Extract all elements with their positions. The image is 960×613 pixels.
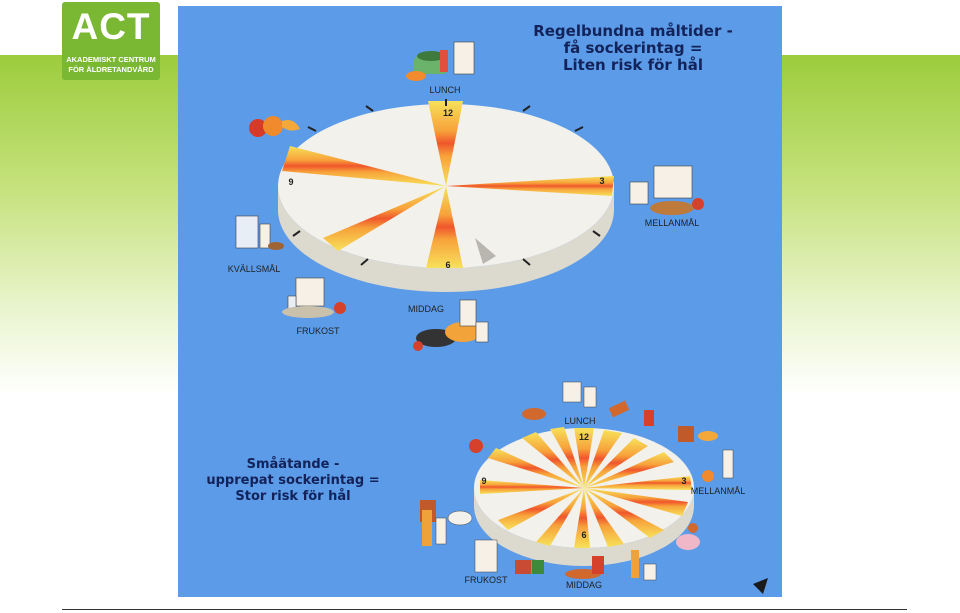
bottom-number-12: 12 <box>579 432 589 442</box>
bottom-wedge <box>584 488 688 516</box>
top-wedge-middag <box>426 186 463 268</box>
top-number-9: 9 <box>288 177 293 187</box>
snack-icon <box>631 550 639 578</box>
snack-icon <box>422 510 432 546</box>
top-heading-line2: få sockerintag = <box>564 39 703 57</box>
bottom-label-mellanmal: MELLANMÅL <box>691 486 746 496</box>
top-tick-10 <box>307 126 317 132</box>
top-tick-4 <box>592 230 601 237</box>
bottom-label-lunch: LUNCH <box>564 416 595 426</box>
bottom-heading-line1: Småätande - <box>247 457 340 472</box>
snack-icon <box>474 539 498 573</box>
snack-icon <box>678 426 694 442</box>
bottom-dial-wedges <box>480 427 692 548</box>
logo-subtitle-line2: FÖR ÄLDRETANDVÅRD <box>68 65 154 74</box>
meal-frequency-poster: Regelbundna måltider - få sockerintag = … <box>178 6 782 597</box>
top-wedge-kvallsmal <box>282 146 446 186</box>
bottom-wedge <box>488 448 584 488</box>
top-number-6: 6 <box>445 260 450 270</box>
bottom-wedge <box>536 488 584 546</box>
top-number-3: 3 <box>599 176 604 186</box>
snack-icon <box>688 523 698 533</box>
top-wedge-frukost <box>323 186 446 251</box>
top-dial-hand <box>475 238 496 264</box>
bottom-wedge <box>574 488 590 548</box>
top-heading-line1: Regelbundna måltider - <box>533 22 733 40</box>
bottom-clock-dial: 12 3 6 9 <box>474 427 694 566</box>
bottom-wedge <box>584 476 692 490</box>
snack-food-icon <box>629 165 704 215</box>
bottom-wedge <box>584 452 674 488</box>
bottom-wedge <box>522 432 584 488</box>
snack-icon <box>469 439 483 453</box>
top-label-mellanmal: MELLANMÅL <box>645 218 700 228</box>
bottom-wedge <box>498 488 584 530</box>
snack-icon <box>447 510 473 526</box>
bottom-heading-line3: Stor risk för hål <box>235 489 350 504</box>
top-wedge-mellanmal <box>446 176 614 196</box>
top-tick-5 <box>522 258 531 266</box>
lunch-food-icon <box>406 41 475 81</box>
snack-icon <box>562 381 582 403</box>
top-clock-dial: 12 3 6 9 <box>278 99 614 292</box>
snack-icon <box>515 560 531 574</box>
top-tick-7 <box>360 258 369 266</box>
logo-word: ACT <box>71 6 151 47</box>
top-wedge-lunch <box>428 101 463 186</box>
top-tick-2 <box>574 126 584 132</box>
top-tick-1 <box>522 105 531 112</box>
bottom-dial-rim <box>474 488 694 566</box>
top-label-frukost: FRUKOST <box>296 326 340 336</box>
top-heading-line3: Liten risk för hål <box>563 56 703 74</box>
bottom-wedge <box>584 438 648 488</box>
snack-icon <box>676 534 700 550</box>
bottom-snack-icons <box>420 381 734 581</box>
snack-icon <box>643 563 657 581</box>
logo-subtitle-line1: AKADEMISKT CENTRUM <box>66 55 156 64</box>
breakfast-food-icon <box>282 277 346 318</box>
snack-icon <box>722 449 734 479</box>
top-number-12: 12 <box>443 108 453 118</box>
snack-icon <box>532 560 544 574</box>
fruit-food-icon <box>249 116 300 137</box>
evening-food-icon <box>235 215 284 250</box>
bottom-label-middag: MIDDAG <box>566 580 602 590</box>
publisher-mark-icon <box>753 578 768 594</box>
top-label-lunch: LUNCH <box>429 85 460 95</box>
snack-icon <box>435 517 447 545</box>
snack-icon <box>608 400 630 418</box>
top-tick-8 <box>292 230 301 237</box>
bottom-wedge <box>584 488 624 547</box>
bottom-wedge <box>584 430 622 488</box>
snack-icon <box>702 470 714 482</box>
snack-icon <box>522 408 546 420</box>
act-logo: ACT AKADEMISKT CENTRUM FÖR ÄLDRETANDVÅRD <box>62 2 160 80</box>
snack-icon <box>583 386 597 408</box>
footer-divider <box>62 609 907 610</box>
bottom-number-6: 6 <box>581 530 586 540</box>
snack-icon <box>698 431 718 441</box>
bottom-wedge <box>550 427 584 488</box>
bottom-number-3: 3 <box>681 476 686 486</box>
top-label-middag: MIDDAG <box>408 304 444 314</box>
bottom-wedge <box>574 428 594 488</box>
logo-subtitle: AKADEMISKT CENTRUM FÖR ÄLDRETANDVÅRD <box>62 55 160 75</box>
bottom-number-9: 9 <box>481 476 486 486</box>
dinner-food-icon <box>413 299 489 351</box>
snack-icon <box>592 556 604 574</box>
bottom-wedge <box>480 480 584 494</box>
bottom-label-frukost: FRUKOST <box>464 575 508 585</box>
bottom-wedge <box>584 488 664 538</box>
top-dial-rim <box>278 186 614 292</box>
snack-icon <box>644 410 654 426</box>
bottom-heading-line2: upprepat sockerintag = <box>206 473 379 488</box>
top-tick-11 <box>365 105 374 112</box>
top-label-kvallsmal: KVÄLLSMÅL <box>228 264 281 274</box>
